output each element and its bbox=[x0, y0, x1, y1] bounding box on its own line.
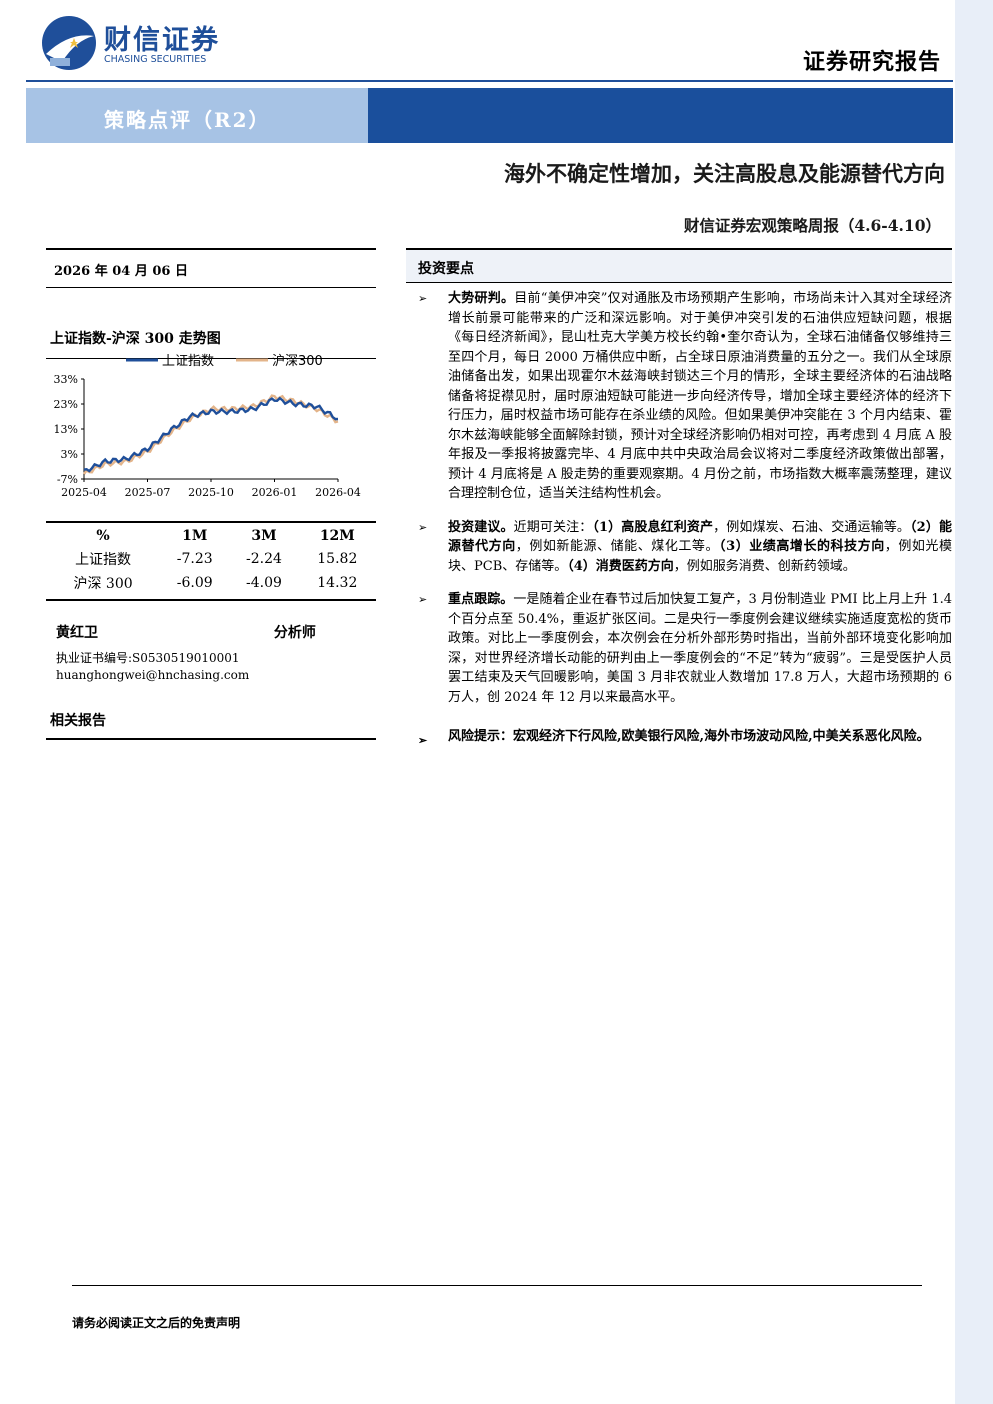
banner-right bbox=[368, 88, 953, 143]
report-type: 证券研究报告 bbox=[802, 49, 941, 75]
legend-label: 沪深300 bbox=[272, 353, 323, 369]
bullet-lead: 投资建议。 bbox=[448, 519, 514, 535]
report-date: 2026 年 04 月 06 日 bbox=[54, 264, 188, 279]
y-tick-label: -7% bbox=[57, 473, 78, 486]
y-tick-label: 23% bbox=[54, 398, 78, 411]
x-tick-label: 2025-07 bbox=[125, 486, 171, 499]
table-header: 3M bbox=[251, 528, 277, 544]
x-tick-label: 2025-10 bbox=[188, 486, 234, 499]
table-cell: 上证指数 bbox=[75, 552, 132, 568]
divider bbox=[46, 287, 376, 288]
bullet-text: 近期可关注：（1）高股息红利资产，例如煤炭、石油、交通运输等。（2）能源替代方向… bbox=[448, 519, 952, 574]
index-trend-chart: 33% 23% 13% 3% -7%2025-04 2025-07 2025-10 2026-… bbox=[54, 353, 361, 499]
bullet-lead: 风险提示： bbox=[448, 729, 514, 744]
author-block: 黄红卫 分析师 执业证书编号:S0530519010001 huanghongw… bbox=[56, 622, 376, 684]
table-cell: 14.32 bbox=[317, 575, 358, 591]
disclaimer-note: 请务必阅读正文之后的免责声明 bbox=[72, 1316, 241, 1330]
report-subtitle: 财信证券宏观策略周报（4.6-4.10） bbox=[683, 216, 941, 235]
divider bbox=[46, 738, 376, 740]
right-side-band bbox=[955, 0, 993, 1404]
brand-name-en: CHASING SECURITIES bbox=[104, 54, 207, 65]
table-header: 12M bbox=[319, 528, 355, 544]
table-cell: -7.23 bbox=[176, 551, 213, 567]
x-tick-label: 2026-01 bbox=[252, 486, 298, 499]
bullet-tracking: ➢ 重点跟踪。一是随着企业在春节过后加快复工复产，3 月份制造业 PMI 比上月… bbox=[406, 590, 952, 707]
y-tick-label: 33% bbox=[54, 373, 78, 386]
banner-left bbox=[26, 88, 368, 143]
table-row: 上证指数 -7.23 -2.24 15.82 bbox=[46, 547, 376, 571]
author-email: huanghongwei@hnchasing.com bbox=[56, 668, 250, 682]
banner-category: 策略点评（R2） bbox=[104, 108, 271, 132]
divider bbox=[46, 248, 376, 250]
report-title: 海外不确定性增加，关注高股息及能源替代方向 bbox=[504, 161, 945, 186]
arrow-icon: ➢ bbox=[418, 292, 428, 305]
table-row: 沪深 300 -6.09 -4.09 14.32 bbox=[46, 571, 376, 600]
related-reports: 相关报告 bbox=[46, 710, 376, 740]
bullet-lead: 重点跟踪。 bbox=[448, 592, 514, 607]
bullet-text: 一是随着企业在春节过后加快复工复产，3 月份制造业 PMI 比上月上升 1.4 … bbox=[448, 592, 952, 705]
x-tick-label: 2025-04 bbox=[61, 486, 107, 499]
header-rule bbox=[26, 80, 953, 82]
bullet-text: 目前“美伊冲突”仅对通胀及市场预期产生影响，市场尚未计入其对全球经济增长前景可能… bbox=[448, 291, 952, 501]
table-cell: -2.24 bbox=[246, 551, 282, 567]
table-header: 1M bbox=[182, 528, 208, 544]
bullet-text: 宏观经济下行风险,欧美银行风险,海外市场波动风险,中美关系恶化风险。 bbox=[513, 729, 930, 744]
arrow-icon: ➢ bbox=[418, 593, 428, 606]
bullet-advice: ➢ 投资建议。近期可关注：（1）高股息红利资产，例如煤炭、石油、交通运输等。（2… bbox=[406, 518, 952, 577]
brand-name-cn: 财信证券 bbox=[104, 25, 220, 56]
invest-points-heading: 投资要点 bbox=[406, 250, 952, 282]
arrow-icon: ➢ bbox=[418, 520, 428, 534]
right-column: 投资要点 ➢ 大势研判。目前“美伊冲突”仅对通胀及市场预期产生影响，市场尚未计入… bbox=[406, 248, 952, 750]
author-role: 分析师 bbox=[273, 625, 316, 641]
divider bbox=[406, 248, 952, 250]
y-tick-label: 13% bbox=[54, 423, 78, 436]
brand-logo: 财信证券 CHASING SECURITIES bbox=[40, 14, 230, 74]
divider bbox=[46, 358, 376, 359]
author-cert: 执业证书编号:S0530519010001 bbox=[56, 651, 240, 665]
chasing-logo-icon bbox=[42, 16, 96, 70]
footer-rule bbox=[72, 1285, 922, 1286]
bullet-trend: ➢ 大势研判。目前“美伊冲突”仅对通胀及市场预期产生影响，市场尚未计入其对全球经… bbox=[406, 289, 952, 504]
arrow-icon: ➢ bbox=[418, 734, 428, 747]
bullet-risk: ➢ 风险提示：宏观经济下行风险,欧美银行风险,海外市场波动风险,中美关系恶化风险… bbox=[406, 723, 952, 750]
divider bbox=[406, 282, 952, 283]
related-label: 相关报告 bbox=[50, 713, 106, 729]
chart-label: 上证指数-沪深 300 走势图 bbox=[50, 331, 221, 347]
x-tick-label: 2026-04 bbox=[315, 486, 361, 499]
performance-table: % 1M 3M 12M 上证指数 -7.23 -2.24 15.82 沪深 30… bbox=[46, 521, 376, 601]
table-header: % bbox=[96, 528, 110, 544]
table-cell: -6.09 bbox=[176, 575, 213, 591]
table-cell: 沪深 300 bbox=[73, 576, 133, 592]
bullet-lead: 大势研判。 bbox=[448, 291, 515, 306]
table-cell: 15.82 bbox=[317, 551, 358, 567]
table-cell: -4.09 bbox=[246, 575, 282, 591]
series-line bbox=[83, 396, 339, 473]
left-column: 2026 年 04 月 06 日 上证指数-沪深 300 走势图 bbox=[46, 248, 376, 359]
series-line bbox=[83, 394, 339, 475]
y-tick-label: 3% bbox=[61, 448, 78, 461]
author-name: 黄红卫 bbox=[56, 625, 98, 641]
legend-label: 上证指数 bbox=[162, 354, 214, 369]
